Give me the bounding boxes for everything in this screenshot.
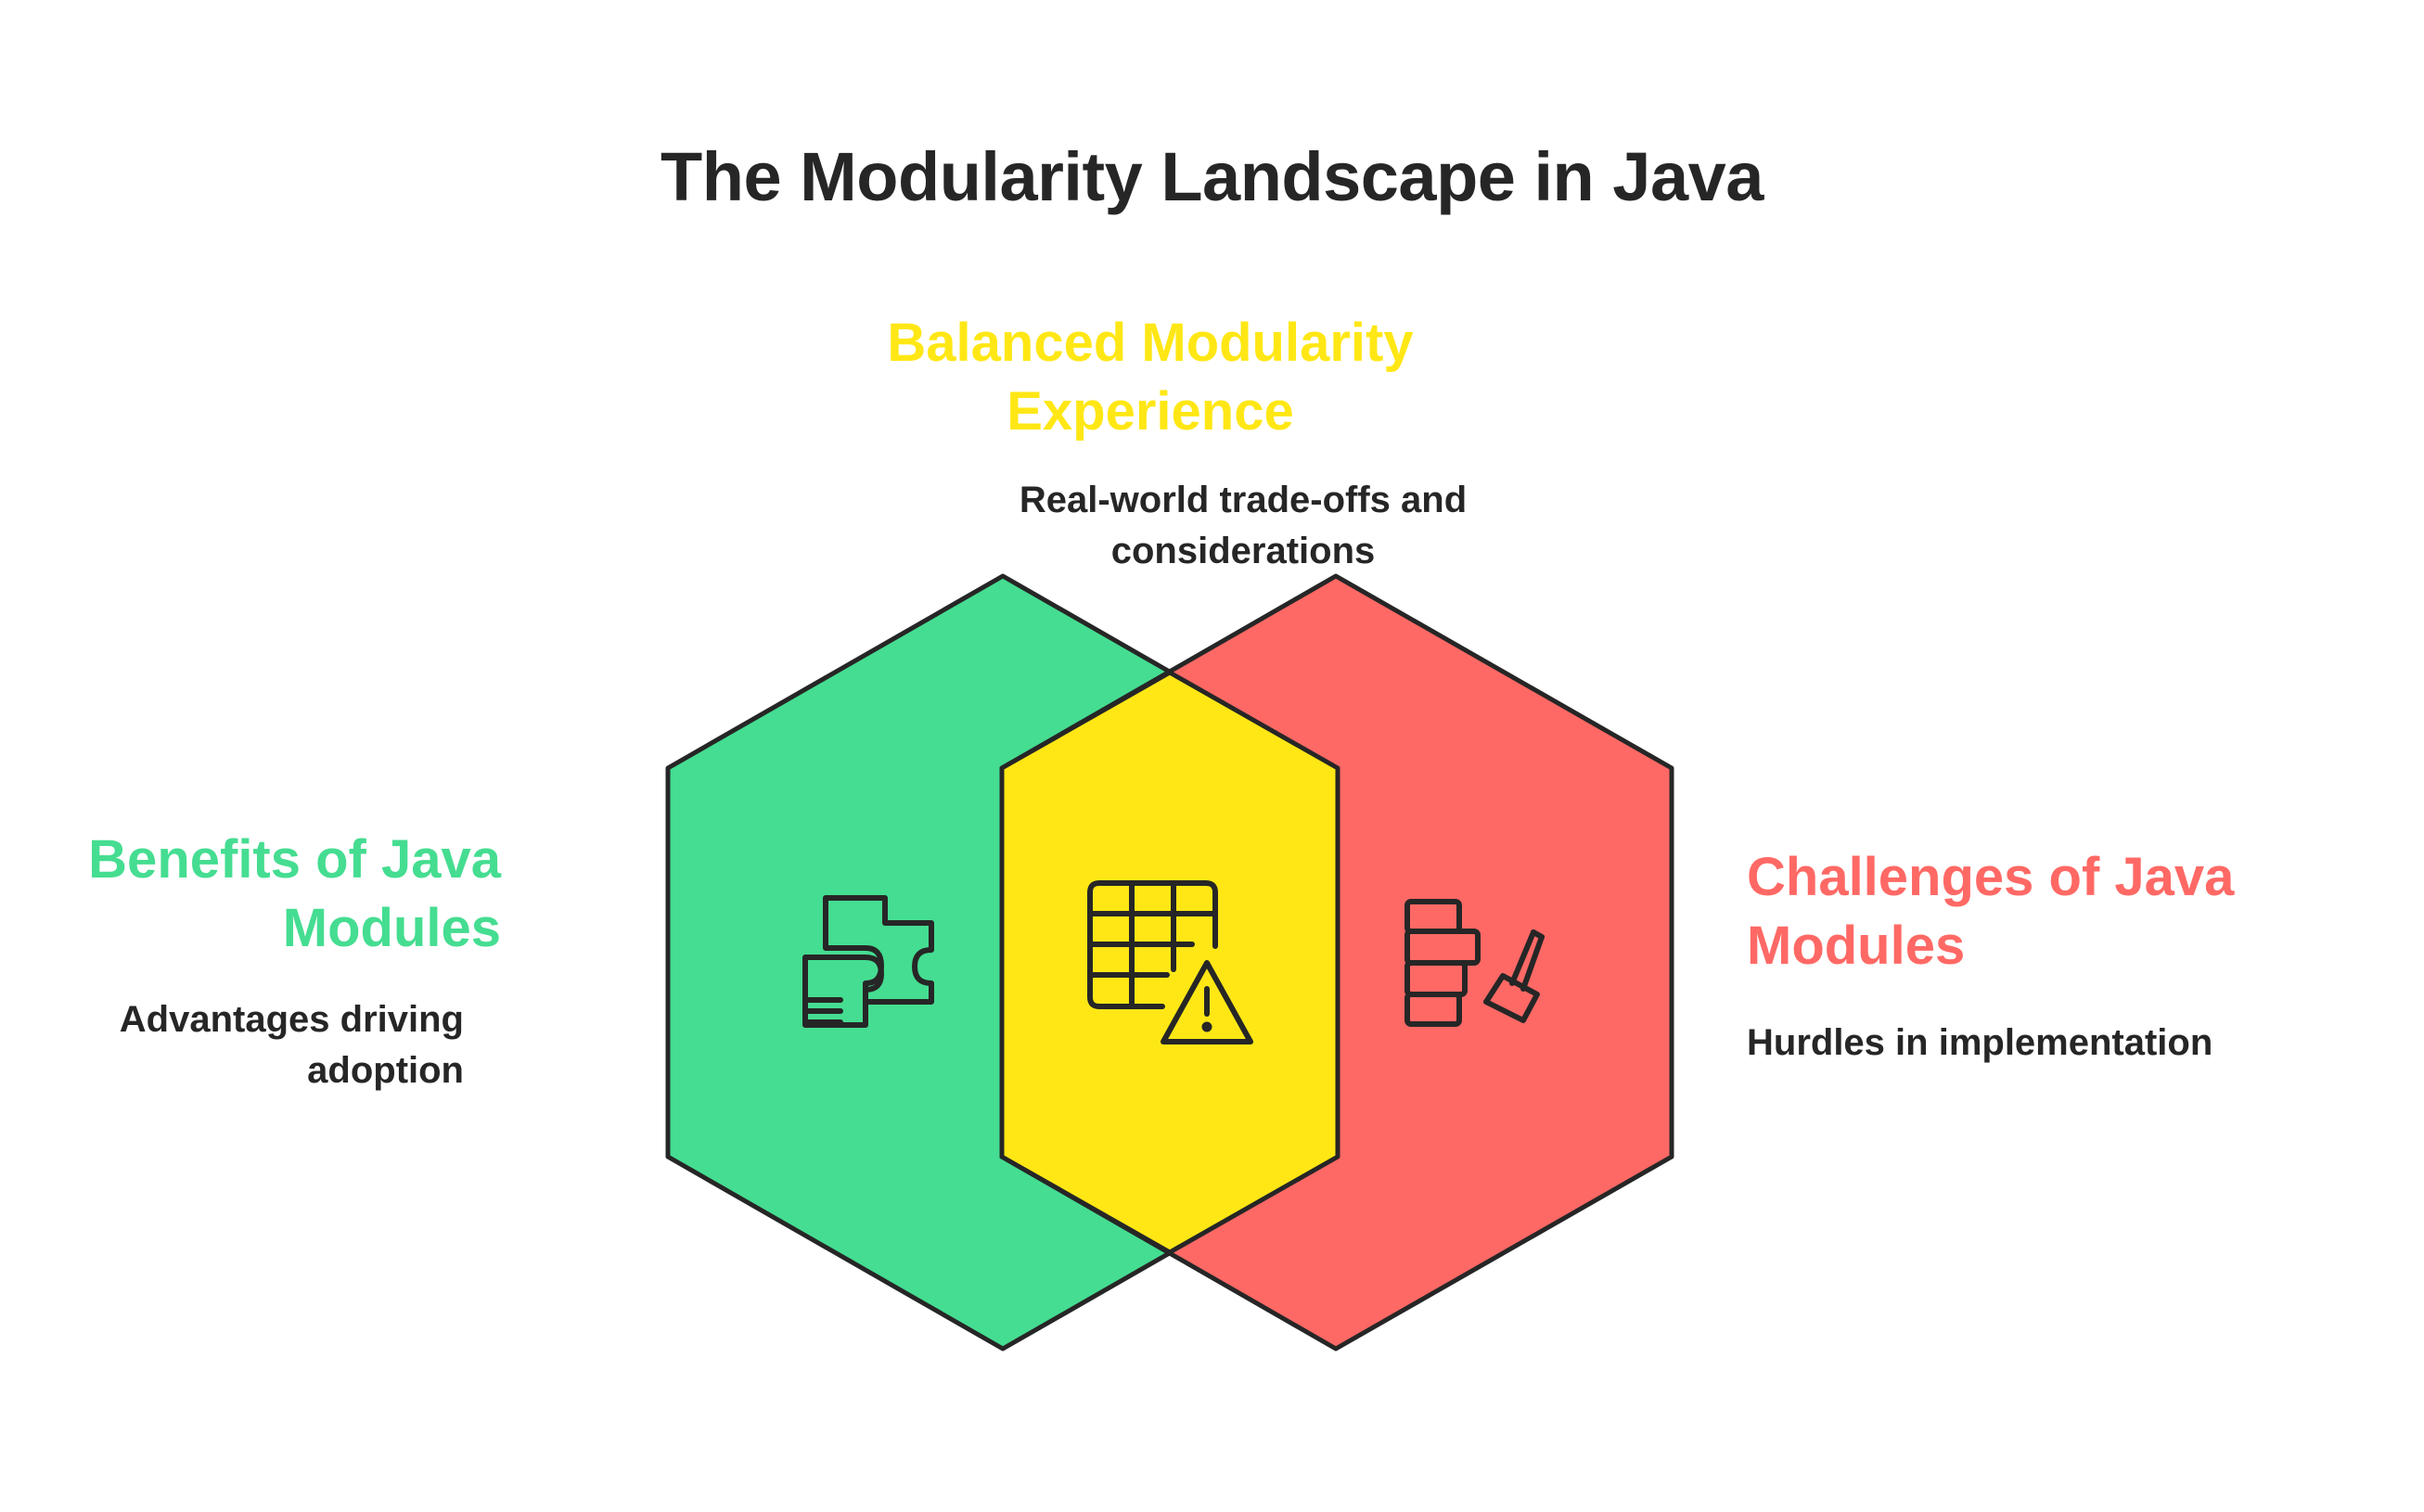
grid-warning-icon [1087, 880, 1253, 1044]
challenges-description: Hurdles in implementation [1747, 1022, 2213, 1063]
page-title: The Modularity Landscape in Java [661, 138, 1763, 215]
balanced-heading: Balanced Modularity Experience [887, 313, 1414, 442]
benefits-heading: Benefits of Java Modules [88, 829, 501, 958]
benefits-description: Advantages driving adoption [119, 999, 464, 1091]
blocks-hammer-icon [1404, 899, 1545, 1027]
challenges-heading: Challenges of Java Modules [1747, 847, 2235, 976]
puzzle-pieces-icon [802, 895, 934, 1028]
balanced-intersection [999, 670, 1340, 1255]
balanced-description: Real-world trade-offs and considerations [1019, 480, 1468, 571]
